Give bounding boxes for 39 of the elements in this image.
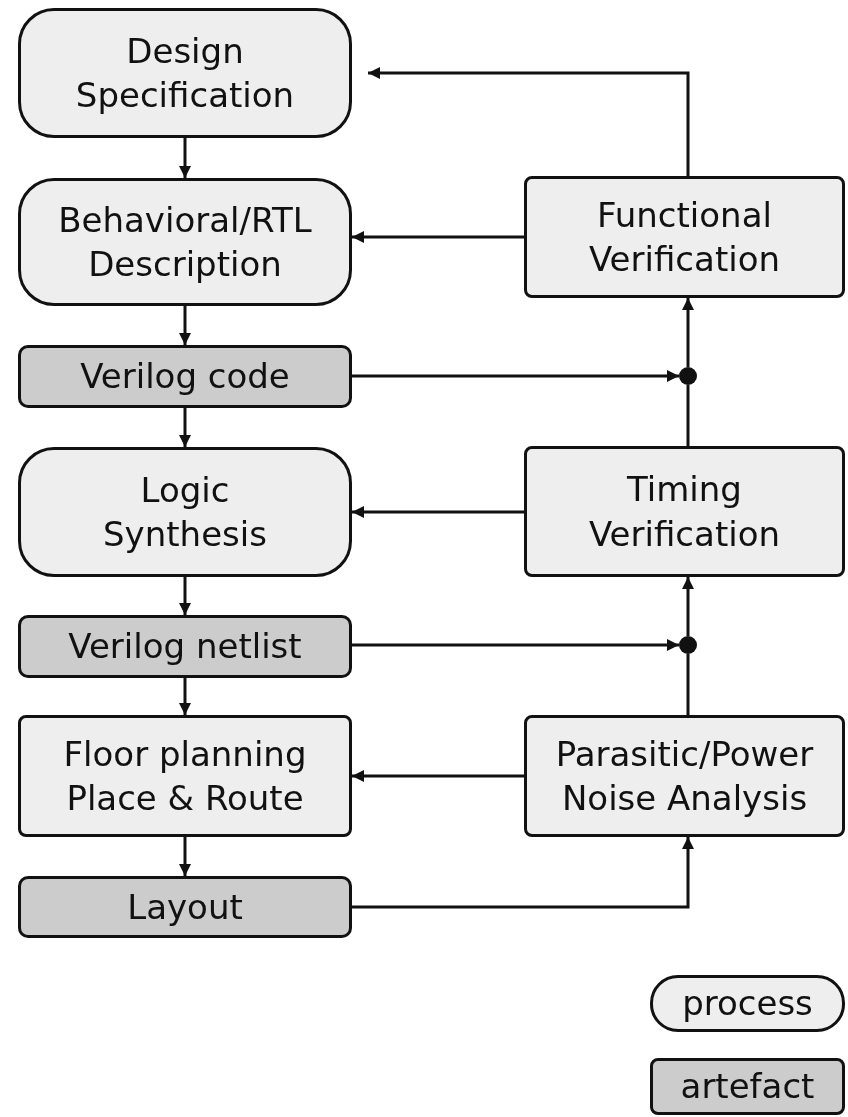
arrow — [179, 306, 191, 345]
process-box — [18, 8, 352, 138]
arrow — [682, 577, 694, 636]
node-label: Verilog code — [80, 355, 290, 399]
node-label: Timing Verification — [587, 468, 781, 556]
artefact-box — [18, 876, 352, 938]
node-label: Design Specification — [74, 29, 296, 117]
artefact-box — [18, 615, 352, 678]
arrow — [179, 138, 191, 178]
arrow — [179, 837, 191, 876]
arrow — [352, 639, 679, 651]
node-label: Verilog netlist — [68, 625, 302, 669]
junction-dot — [679, 367, 697, 385]
arrow — [352, 370, 679, 382]
legend-label: process — [682, 982, 813, 1026]
node-label: Logic Synthesis — [102, 468, 268, 556]
node-label: Floor planning Place & Route — [62, 732, 308, 820]
node-label: Layout — [127, 885, 243, 929]
task-box — [524, 176, 845, 298]
arrow — [179, 408, 191, 447]
node-label: Functional Verification — [587, 193, 781, 281]
arrow — [352, 770, 524, 782]
arrow — [179, 577, 191, 615]
legend-label: artefact — [680, 1065, 815, 1109]
arrow — [682, 298, 694, 367]
process-box — [18, 447, 352, 577]
junction-dot — [679, 636, 697, 654]
arrow — [352, 231, 524, 243]
task-box — [18, 715, 352, 837]
process-box — [18, 178, 352, 306]
task-box — [524, 715, 845, 837]
node-label: Parasitic/Power Noise Analysis — [554, 732, 815, 820]
task-box — [524, 446, 845, 577]
node-label: Behavioral/RTL Description — [57, 198, 313, 286]
arrow — [352, 837, 694, 909]
arrow — [368, 67, 690, 176]
artefact-box — [18, 345, 352, 408]
arrow — [352, 506, 524, 518]
arrow — [179, 678, 191, 715]
